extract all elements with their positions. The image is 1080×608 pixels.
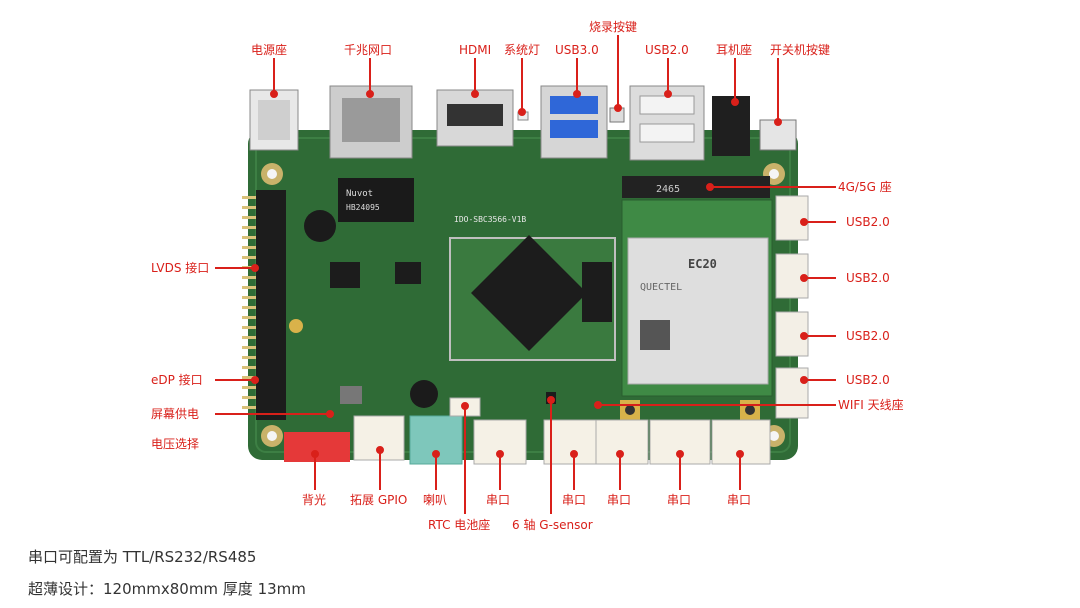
label-usb20-right-1: USB2.0 (846, 215, 890, 229)
caption-serial-config: 串口可配置为 TTL/RS232/RS485 (28, 548, 257, 566)
label-screen-power: 屏幕供电 (151, 407, 200, 421)
label-serial-3: 串口 (607, 493, 632, 507)
headphone-jack (712, 96, 750, 156)
svg-text:IDO-SBC3566-V1B: IDO-SBC3566-V1B (454, 215, 526, 224)
label-gsensor: 6 轴 G-sensor (512, 518, 593, 532)
svg-text:EC20: EC20 (688, 257, 717, 271)
label-speaker: 喇叭 (423, 493, 448, 507)
label-usb20-right-4: USB2.0 (846, 373, 890, 387)
label-burn-button: 烧录按键 (589, 20, 638, 34)
capacitor (410, 380, 438, 408)
label-usb20-right-3: USB2.0 (846, 329, 890, 343)
usb20-right-connectors (775, 195, 809, 419)
svg-text:Nuvot: Nuvot (346, 189, 373, 199)
capacitor (304, 210, 336, 242)
label-system-led: 系统灯 (504, 43, 541, 57)
label-gigabit-ethernet: 千兆网口 (344, 43, 393, 57)
memory-chip (582, 262, 612, 322)
label-serial-2: 串口 (562, 493, 587, 507)
label-serial-5: 串口 (727, 493, 752, 507)
label-wifi: WIFI 天线座 (838, 398, 904, 412)
ethernet-ic (338, 178, 414, 222)
label-hdmi: HDMI (459, 43, 492, 57)
label-lvds: LVDS 接口 (151, 261, 210, 275)
callout-lines (215, 35, 836, 514)
label-rtc: RTC 电池座 (428, 518, 491, 532)
label-power-jack: 电源座 (251, 43, 288, 57)
label-usb20-top: USB2.0 (645, 43, 689, 57)
label-serial-1: 串口 (486, 493, 511, 507)
soc-chip (471, 235, 587, 351)
svg-text:2465: 2465 (656, 184, 680, 195)
lvds-edp-header (256, 190, 286, 420)
label-headphone-jack: 耳机座 (716, 43, 753, 57)
label-usb20-right-2: USB2.0 (846, 271, 890, 285)
backlight-connector (284, 432, 350, 462)
label-backlight: 背光 (302, 493, 327, 507)
label-modem: 4G/5G 座 (838, 180, 892, 194)
label-voltage-select: 电压选择 (151, 437, 200, 451)
modem-module (627, 237, 769, 385)
svg-text:QUECTEL: QUECTEL (640, 282, 682, 293)
label-gpio: 拓展 GPIO (350, 493, 408, 507)
modem-slot (622, 176, 770, 198)
caption-dimensions: 超薄设计：120mmx80mm 厚度 13mm (28, 580, 306, 598)
label-power-button: 开关机按键 (770, 43, 831, 57)
label-serial-4: 串口 (667, 493, 692, 507)
label-edp: eDP 接口 (151, 373, 203, 387)
label-usb30: USB3.0 (555, 43, 599, 57)
svg-text:HB24095: HB24095 (346, 203, 380, 212)
